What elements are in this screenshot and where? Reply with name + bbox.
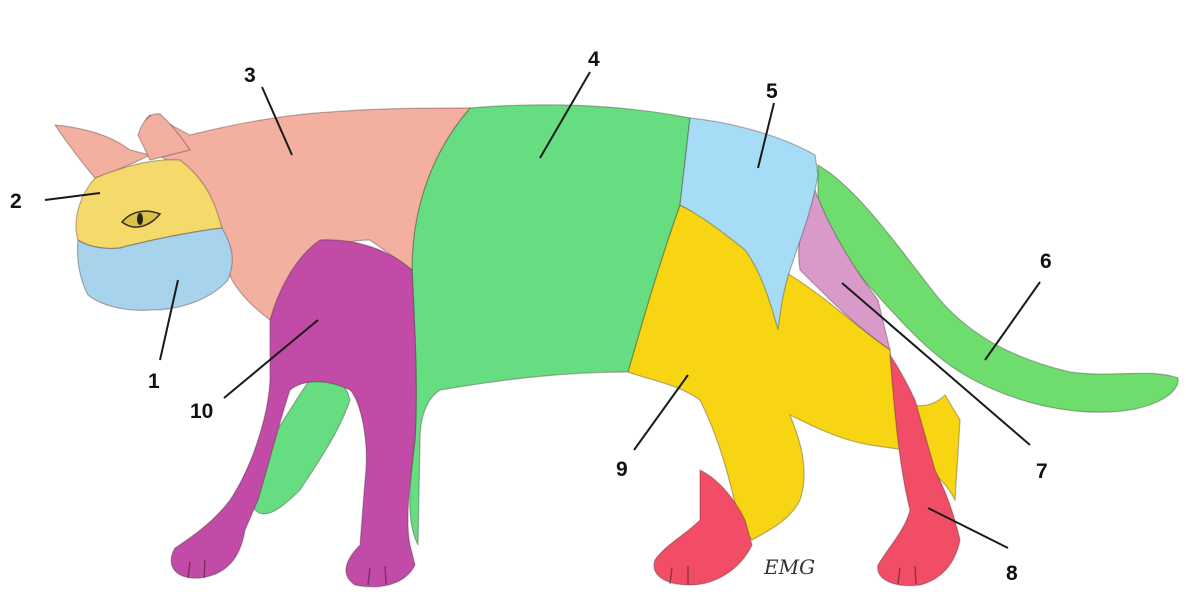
leader-9 (634, 375, 688, 450)
label-1: 1 (148, 370, 160, 393)
label-4: 4 (588, 48, 600, 71)
label-5: 5 (766, 80, 778, 103)
label-10: 10 (190, 400, 213, 423)
label-6: 6 (1040, 250, 1052, 273)
artist-signature: EMG (763, 555, 815, 579)
label-7: 7 (1036, 460, 1048, 483)
leader-6 (985, 282, 1040, 360)
label-8: 8 (1006, 562, 1018, 585)
label-2: 2 (10, 190, 22, 213)
label-3: 3 (244, 64, 256, 87)
pupil (137, 213, 143, 225)
label-9: 9 (616, 458, 628, 481)
